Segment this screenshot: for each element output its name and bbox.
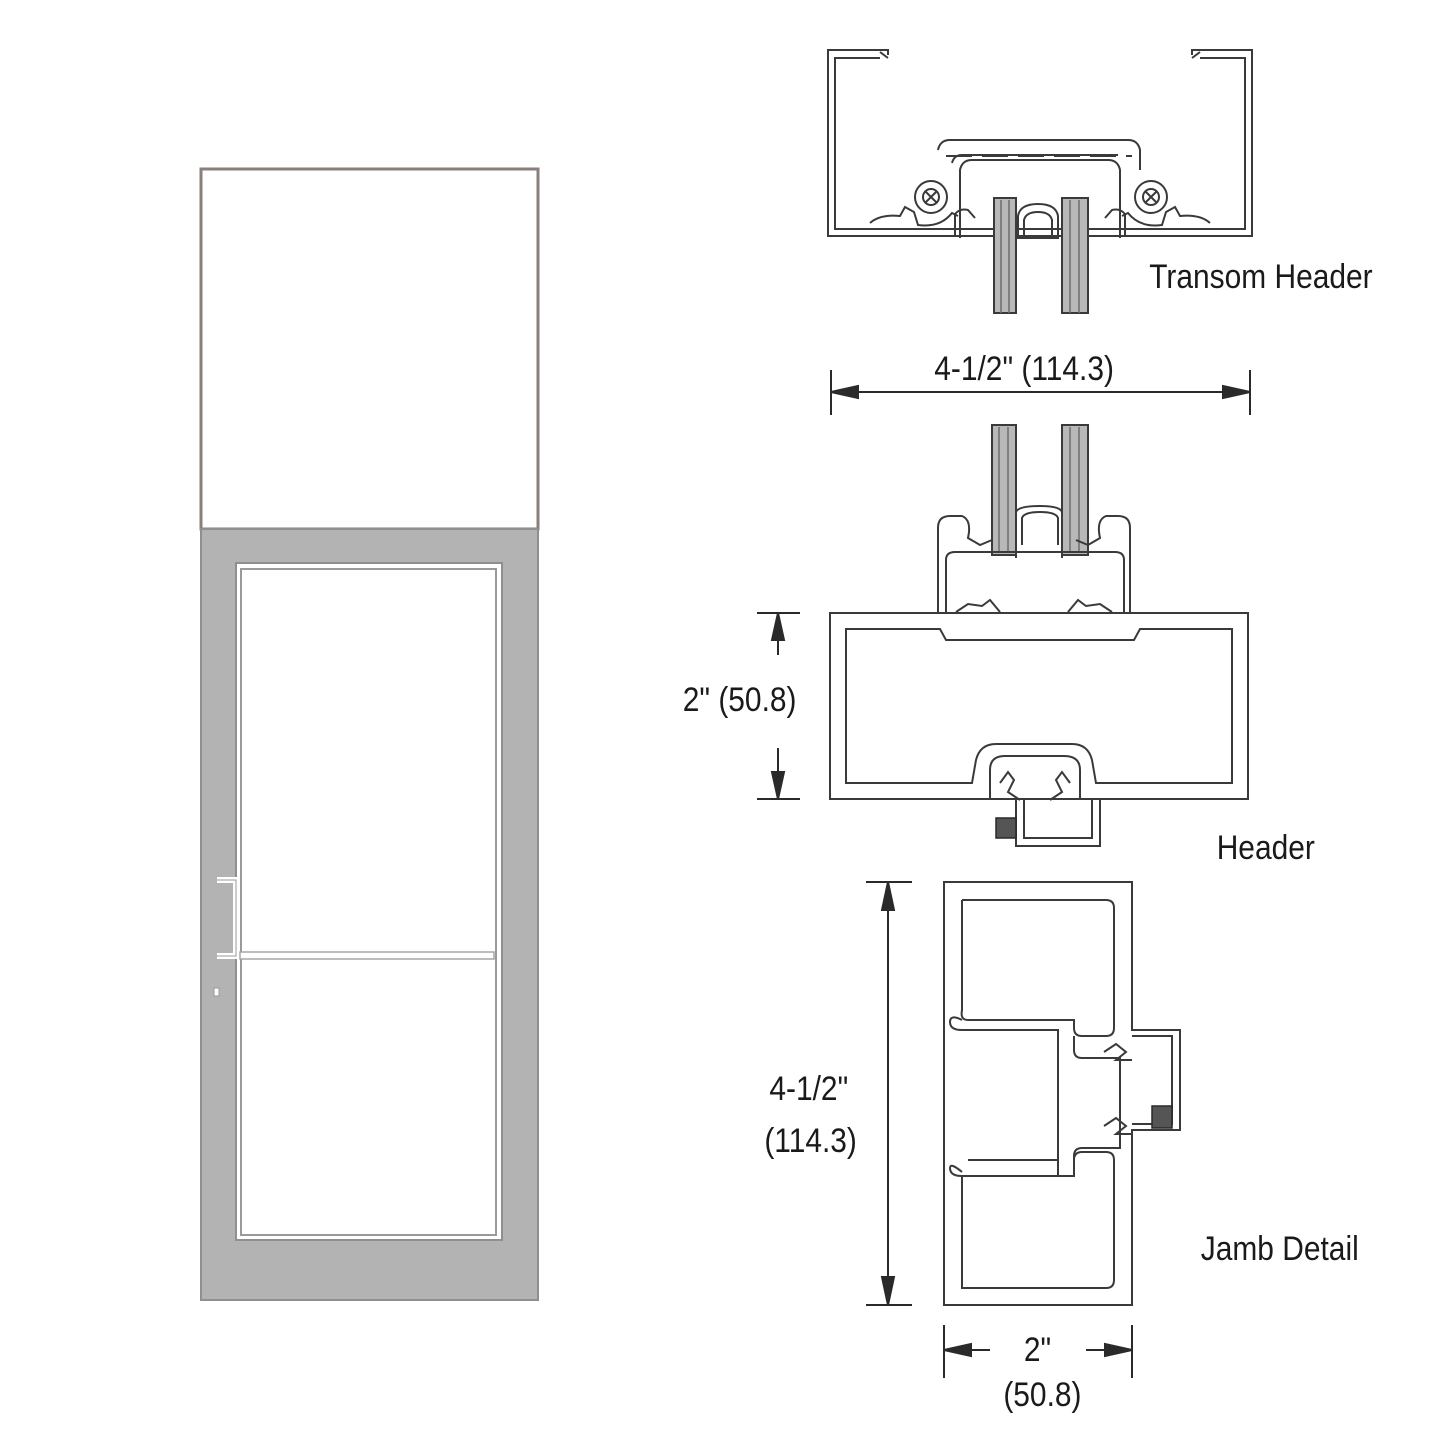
jamb-weatherstrip [1151, 1105, 1173, 1129]
jamb-depth-text-2: (114.3) [764, 1122, 857, 1160]
jamb-section [943, 881, 1181, 1306]
lock-cylinder [213, 987, 220, 997]
transom-glass [993, 197, 1089, 314]
jamb-width-text-1: 2" [1023, 1331, 1052, 1369]
transom-panel [199, 167, 540, 531]
jamb-depth-dimension [866, 881, 912, 1306]
transom-header-section [827, 49, 1253, 239]
transom-width-dimension [830, 370, 1251, 415]
jamb-width-text-2: (50.8) [1003, 1376, 1082, 1414]
transom-header-label: Transom Header [1149, 258, 1373, 296]
jamb-width-dimension [943, 1325, 1133, 1378]
header-weatherstrip [995, 817, 1017, 839]
header-height-text: 2" (50.8) [682, 681, 797, 719]
header-section [829, 504, 1249, 847]
header-height-dimension [757, 612, 800, 800]
header-label: Header [1216, 829, 1315, 867]
transom-width-text: 4-1/2" (114.3) [934, 350, 1114, 388]
jamb-detail-label: Jamb Detail [1200, 1230, 1359, 1268]
door-elevation [199, 167, 540, 1301]
glass-stop [240, 568, 497, 1236]
door-frame [200, 528, 539, 1301]
push-bar [239, 951, 495, 960]
jamb-depth-text-1: 4-1/2" [769, 1070, 849, 1108]
header-glass [991, 424, 1089, 556]
